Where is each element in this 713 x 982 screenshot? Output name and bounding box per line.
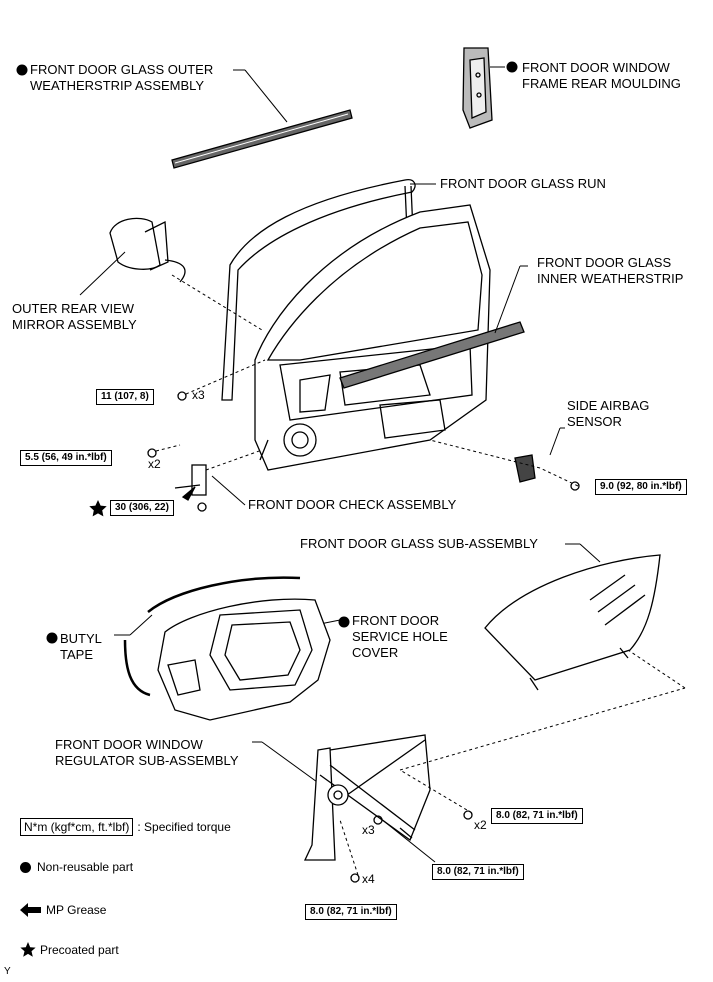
multiplier-regulator-nut: x4 [362, 872, 375, 886]
label-outer-weatherstrip: FRONT DOOR GLASS OUTER WEATHERSTRIP ASSE… [30, 62, 214, 93]
legend-torque-text: : Specified torque [137, 820, 231, 834]
label-glass-run: FRONT DOOR GLASS RUN [440, 176, 606, 191]
corner-code: Y [4, 966, 11, 977]
nonreusable-dot-icon [20, 861, 31, 873]
airbag-sensor-part [514, 454, 536, 483]
multiplier-regulator-bolt: x3 [362, 823, 375, 837]
legend-torque-box: N*m (kgf*cm, ft.*lbf) [20, 818, 134, 836]
service-hole-cover-part [123, 576, 331, 721]
precoated-legend-star-icon [20, 942, 36, 957]
label-inner-weatherstrip: FRONT DOOR GLASS INNER WEATHERSTRIP [537, 255, 684, 286]
label-airbag-sensor: SIDE AIRBAG SENSOR [567, 398, 650, 429]
rear-moulding-part [462, 47, 493, 129]
glass-part [484, 554, 661, 691]
precoated-star-icon [89, 500, 107, 517]
label-mirror: OUTER REAR VIEW MIRROR ASSEMBLY [12, 301, 137, 332]
multiplier-mirror-nut: x3 [192, 388, 205, 402]
label-glass-sub: FRONT DOOR GLASS SUB-ASSEMBLY [300, 536, 538, 551]
legend-nonreusable: Non-reusable part [20, 860, 133, 874]
torque-box-check-lower: 30 (306, 22) [110, 500, 174, 516]
mirror-part [109, 217, 186, 283]
multiplier-glass-bolt: x2 [474, 818, 487, 832]
legend-precoated: Precoated part [20, 942, 119, 958]
legend-torque: N*m (kgf*cm, ft.*lbf) : Specified torque [20, 818, 231, 836]
grease-arrow-icon [20, 903, 41, 917]
legend-nonreusable-text: Non-reusable part [37, 860, 134, 874]
regulator-part [303, 734, 431, 861]
inner-weatherstrip-part [339, 321, 525, 389]
label-check-assembly: FRONT DOOR CHECK ASSEMBLY [248, 497, 457, 512]
legend-grease-text: MP Grease [46, 903, 107, 917]
legend-grease: MP Grease [20, 903, 106, 917]
label-regulator: FRONT DOOR WINDOW REGULATOR SUB-ASSEMBLY [55, 737, 239, 768]
torque-box-mirror: 11 (107, 8) [96, 389, 154, 405]
legend-precoated-text: Precoated part [40, 943, 119, 957]
torque-box-regulator-bolt: 8.0 (82, 71 in.*lbf) [432, 864, 524, 880]
torque-box-airbag: 9.0 (92, 80 in.*lbf) [595, 479, 687, 495]
label-service-hole-cover: FRONT DOOR SERVICE HOLE COVER [352, 613, 448, 660]
multiplier-check-bolt: x2 [148, 457, 161, 471]
door-panel-part [254, 204, 491, 471]
label-butyl-tape: BUTYL TAPE [60, 631, 102, 662]
torque-box-regulator-nut: 8.0 (82, 71 in.*lbf) [305, 904, 397, 920]
label-rear-moulding: FRONT DOOR WINDOW FRAME REAR MOULDING [522, 60, 681, 91]
torque-box-glass-bolt: 8.0 (82, 71 in.*lbf) [491, 808, 583, 824]
door-check-part [174, 464, 207, 501]
outer-weatherstrip-part [171, 109, 353, 169]
torque-box-check-upper: 5.5 (56, 49 in.*lbf) [20, 450, 112, 466]
